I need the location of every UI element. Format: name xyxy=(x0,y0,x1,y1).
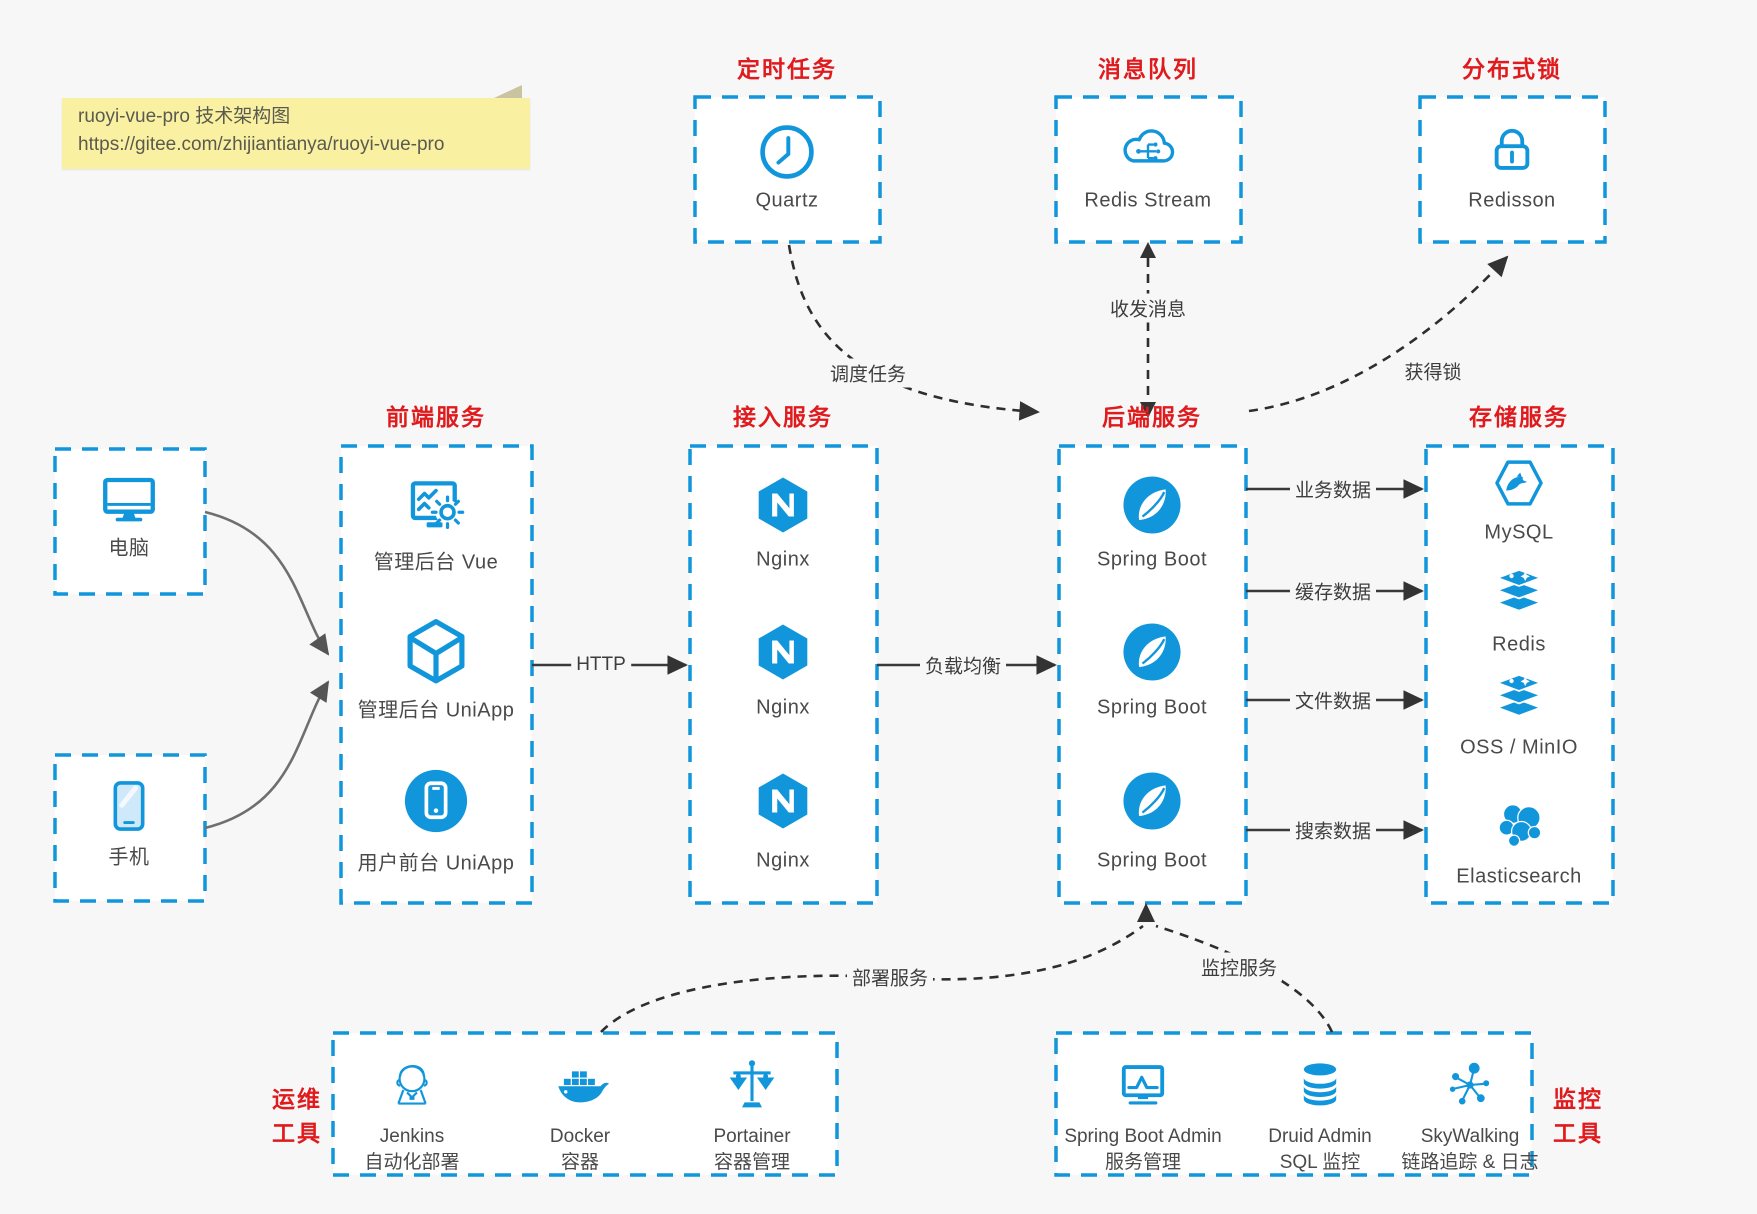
node-label-portainer: Portainer 容器管理 xyxy=(713,1126,791,1173)
clock-icon xyxy=(754,119,820,185)
admin-vue-icon xyxy=(400,469,472,541)
group-title-storage: 存储服务 xyxy=(1469,404,1569,430)
node-label-mysql: MySQL xyxy=(1484,521,1554,544)
node-label-redis-stream: Redis Stream xyxy=(1084,189,1212,212)
quartz-group-box xyxy=(693,95,882,244)
node-label-pc: 电脑 xyxy=(108,537,150,560)
node-label-springboot-admin: Spring Boot Admin 服务管理 xyxy=(1064,1126,1222,1173)
jenkins-icon xyxy=(381,1054,443,1116)
group-title-ops-tools: 运维 工具 xyxy=(272,1086,322,1146)
node-label-springboot-2: Spring Boot xyxy=(1096,696,1208,719)
nginx-icon xyxy=(751,473,815,537)
monitor-curve xyxy=(1155,924,1334,1033)
node-label-admin-uniapp: 管理后台 UniApp xyxy=(357,699,515,722)
lock-icon xyxy=(1480,118,1544,182)
node-label-nginx-1: Nginx xyxy=(756,548,810,571)
group-title-frontend: 前端服务 xyxy=(386,404,486,430)
edge-label-deploy: 部署服务 xyxy=(846,962,934,992)
message-arrowhead-down xyxy=(1140,402,1156,418)
message-arrowhead-up xyxy=(1140,242,1156,258)
group-title-backend: 后端服务 xyxy=(1102,404,1202,430)
edge-label-load-balance: 负载均衡 xyxy=(919,650,1007,680)
group-title-monitoring-tools: 监控 工具 xyxy=(1553,1086,1603,1146)
pc-to-frontend-curve xyxy=(204,510,330,656)
elasticsearch-icon xyxy=(1488,793,1550,855)
sticky-note: ruoyi-vue-pro 技术架构图 https://gitee.com/zh… xyxy=(62,85,530,169)
node-label-nginx-2: Nginx xyxy=(756,696,810,719)
database-icon xyxy=(1290,1055,1350,1115)
node-label-oss-minio: OSS / MinIO xyxy=(1460,736,1578,759)
cloud-stream-icon xyxy=(1114,116,1182,184)
edge-label-search-data: 搜索数据 xyxy=(1289,815,1377,845)
nginx-icon xyxy=(751,620,815,684)
node-label-druid-admin: Druid Admin SQL 监控 xyxy=(1268,1126,1372,1173)
node-label-nginx-3: Nginx xyxy=(756,849,810,872)
spring-icon xyxy=(1118,471,1186,539)
spring-icon xyxy=(1118,767,1186,835)
node-label-skywalking: SkyWalking 链路追踪 & 日志 xyxy=(1401,1126,1539,1173)
mq-group-box xyxy=(1054,95,1243,244)
pc-client-box xyxy=(53,447,207,596)
edge-label-cache-data: 缓存数据 xyxy=(1289,576,1377,606)
edge-label-schedule: 调度任务 xyxy=(824,358,912,388)
phone-to-frontend-curve xyxy=(204,680,330,830)
smartphone-icon xyxy=(93,770,165,842)
node-label-user-uniapp: 用户前台 UniApp xyxy=(357,852,515,875)
redis-icon xyxy=(1488,563,1550,625)
edge-label-monitor: 监控服务 xyxy=(1195,952,1283,982)
group-title-scheduled-tasks: 定时任务 xyxy=(737,56,837,82)
portainer-scales-icon xyxy=(721,1054,783,1116)
backend-arrowhead-up xyxy=(1137,903,1155,922)
node-label-redis: Redis xyxy=(1492,633,1546,656)
group-title-gateway: 接入服务 xyxy=(733,404,833,430)
group-title-distributed-lock: 分布式锁 xyxy=(1462,56,1562,82)
uniapp-cube-icon xyxy=(399,615,473,689)
acquire-lock-curve xyxy=(1248,255,1509,413)
node-label-quartz: Quartz xyxy=(755,189,819,212)
edge-label-message: 收发消息 xyxy=(1104,293,1192,323)
edge-label-file-data: 文件数据 xyxy=(1289,685,1377,715)
node-label-springboot-3: Spring Boot xyxy=(1096,849,1208,872)
nginx-icon xyxy=(751,769,815,833)
node-label-elasticsearch: Elasticsearch xyxy=(1456,865,1582,888)
network-nodes-icon xyxy=(1440,1055,1500,1115)
node-label-jenkins: Jenkins 自动化部署 xyxy=(364,1126,460,1173)
node-label-springboot-1: Spring Boot xyxy=(1096,548,1208,571)
docker-icon xyxy=(549,1054,611,1116)
mysql-icon xyxy=(1490,454,1548,512)
note-folded-corner xyxy=(494,85,522,98)
edge-label-acquire-lock: 获得锁 xyxy=(1399,356,1467,386)
schedule-task-curve xyxy=(787,244,1040,421)
monitor-chart-icon xyxy=(1111,1053,1175,1117)
mobile-app-icon xyxy=(399,764,473,838)
node-label-docker: Docker 容器 xyxy=(549,1126,611,1173)
redis-icon xyxy=(1488,668,1550,730)
note-title: ruoyi-vue-pro 技术架构图 xyxy=(78,106,291,127)
desktop-icon xyxy=(93,462,165,534)
group-title-message-queue: 消息队列 xyxy=(1098,56,1198,82)
edge-label-business-data: 业务数据 xyxy=(1289,474,1377,504)
note-url: https://gitee.com/zhijiantianya/ruoyi-vu… xyxy=(78,134,445,155)
edge-label-http: HTTP xyxy=(571,653,631,677)
node-label-redisson: Redisson xyxy=(1468,189,1556,212)
spring-icon xyxy=(1118,618,1186,686)
node-label-phone: 手机 xyxy=(108,846,150,869)
node-label-admin-vue: 管理后台 Vue xyxy=(373,551,499,574)
